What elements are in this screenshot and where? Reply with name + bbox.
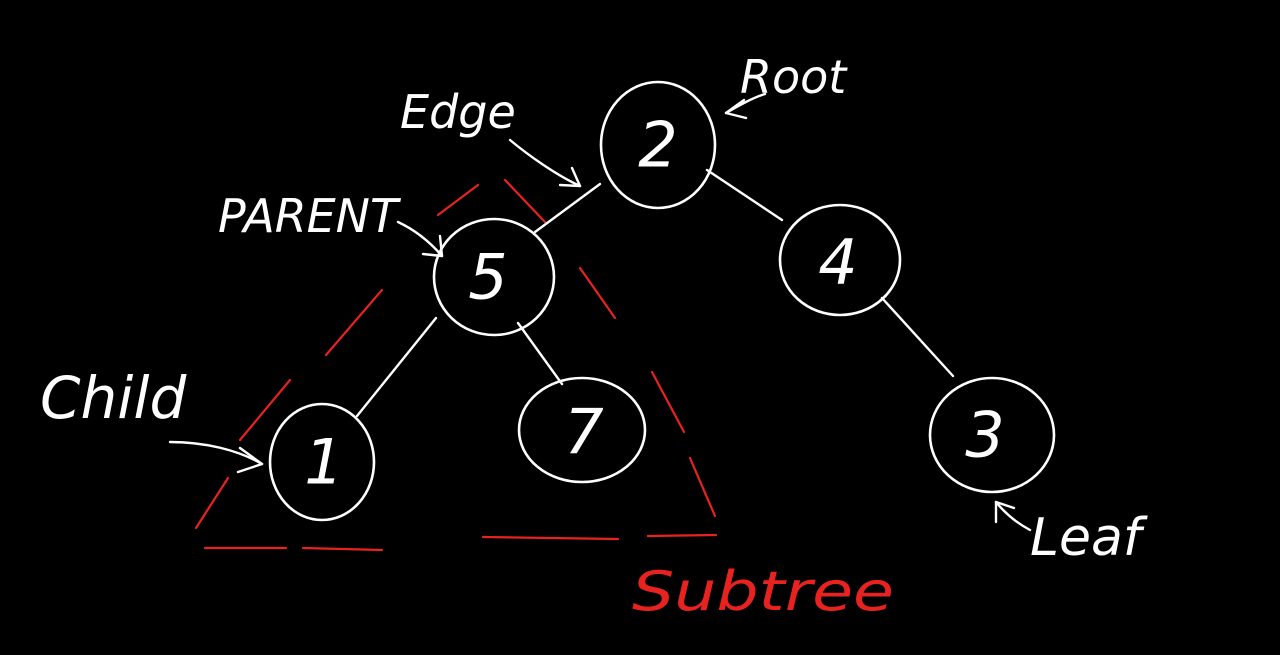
subtree-dash — [688, 456, 717, 518]
tree-node-1: 1 — [268, 402, 376, 522]
annotation-arrows — [168, 92, 1032, 532]
node-circle — [432, 217, 556, 337]
tree-node-3: 3 — [928, 376, 1056, 494]
subtree-dash — [481, 535, 620, 541]
subtree-dash — [578, 266, 617, 320]
annotation-labels: Root Edge PARENT Child Leaf Subtree — [40, 50, 1148, 623]
subtree-dash — [646, 533, 718, 538]
node-label: 4 — [818, 226, 857, 299]
node-circle — [268, 402, 376, 522]
node-label: 1 — [304, 426, 343, 499]
tree-edges — [355, 168, 955, 418]
subtree-dash — [650, 370, 686, 434]
edge-arrow-icon — [508, 138, 582, 188]
node-label: 5 — [468, 241, 507, 314]
node-circle — [778, 203, 902, 317]
edge-2-4 — [705, 168, 784, 222]
node-circle — [517, 376, 647, 484]
edge-4-3 — [880, 296, 955, 378]
tree-nodes: 2 5 4 1 7 3 — [268, 80, 1056, 522]
parent-arrow-icon — [396, 220, 444, 258]
tree-node-4: 4 — [778, 203, 902, 317]
edge-5-7 — [516, 321, 564, 386]
node-circle — [928, 376, 1056, 494]
subtree-outline — [194, 178, 718, 552]
child-arrow-icon — [168, 440, 264, 474]
tree-node-7: 7 — [517, 376, 647, 484]
leaf-arrow-icon — [994, 500, 1032, 532]
root-arrow-icon — [724, 92, 767, 120]
node-circle — [599, 80, 717, 210]
node-label: 7 — [564, 396, 603, 469]
tree-node-5: 5 — [432, 217, 556, 337]
node-label: 3 — [965, 399, 1004, 472]
root-label: Root — [740, 50, 848, 104]
subtree-dash — [503, 178, 547, 224]
subtree-dash — [324, 288, 384, 357]
subtree-dash — [436, 183, 480, 217]
edge-label: Edge — [400, 85, 516, 139]
node-label: 2 — [638, 109, 677, 182]
subtree-dash — [194, 476, 230, 530]
child-label: Child — [40, 364, 187, 432]
subtree-label: Subtree — [632, 560, 894, 623]
tree-node-2: 2 — [599, 80, 717, 210]
parent-label: PARENT — [218, 189, 402, 243]
subtree-dash — [238, 378, 292, 442]
subtree-dash — [301, 546, 384, 552]
edge-5-1 — [355, 316, 438, 418]
leaf-label: Leaf — [1030, 508, 1148, 568]
edge-2-5 — [533, 182, 602, 234]
